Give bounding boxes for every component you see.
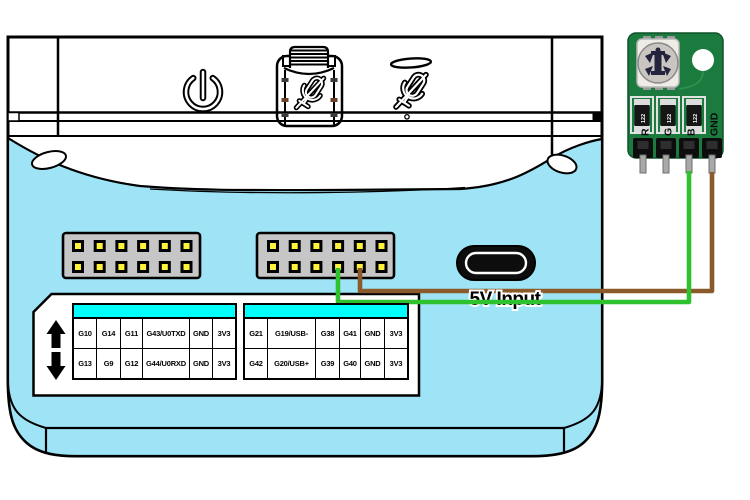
mic-muted-icon-2 bbox=[389, 57, 433, 108]
led-dies bbox=[645, 47, 671, 76]
pin-cell: G19/USB- bbox=[267, 319, 315, 348]
smd-resistors: 122 122 122 bbox=[630, 96, 706, 134]
arrow-down-icon bbox=[46, 352, 66, 380]
pin-cell: G21 bbox=[249, 329, 263, 338]
pin-cell: GND bbox=[360, 349, 384, 378]
mic-slot-bar bbox=[389, 57, 433, 69]
top-band bbox=[7, 37, 603, 158]
pcb-trace bbox=[678, 70, 704, 90]
module-pin-headers bbox=[633, 138, 722, 174]
header-right-pins bbox=[267, 240, 388, 273]
pin-cell: 3V3 bbox=[384, 319, 407, 348]
header-left bbox=[61, 231, 202, 280]
left-edge-notch bbox=[7, 111, 20, 122]
pin-cell: GND bbox=[189, 319, 212, 348]
pin-cell: G43/U0TXD bbox=[142, 319, 189, 348]
pin-cell: G12 bbox=[120, 349, 142, 378]
header-right bbox=[255, 231, 396, 280]
pin-table-left: G10 G14 G11 G43/U0TXD GND 3V3 G13 G9 G12… bbox=[72, 303, 237, 380]
header-left-pins bbox=[72, 240, 193, 273]
pin-cell: GND bbox=[189, 349, 212, 378]
pin-cell: GND bbox=[360, 319, 384, 348]
pin-cell: G14 bbox=[96, 319, 120, 348]
pin-cell: G42 bbox=[249, 359, 263, 368]
pin-cell: G40 bbox=[339, 349, 360, 378]
rgb-led-module: 122 122 122 R G B GND bbox=[627, 32, 724, 174]
module-pin-label-g: G bbox=[663, 128, 675, 136]
bottom-lip bbox=[7, 384, 603, 454]
pin-hole-dot bbox=[404, 113, 410, 120]
shell-seam-curve bbox=[149, 186, 466, 194]
module-pin-label-b: B bbox=[686, 128, 698, 136]
screw-oval-left bbox=[30, 150, 68, 170]
usb-c-port bbox=[456, 245, 536, 281]
pin-cell: G38 bbox=[315, 319, 339, 348]
pin-cell: G13 bbox=[78, 359, 92, 368]
pin-cell: G11 bbox=[120, 319, 142, 348]
pin-cell: G20/USB+ bbox=[267, 349, 315, 378]
rgb-led-5050 bbox=[636, 36, 680, 90]
table-header-bar bbox=[74, 305, 235, 319]
right-edge-notch bbox=[592, 112, 603, 122]
arrow-up-icon bbox=[46, 320, 66, 348]
table-header-bar bbox=[245, 305, 407, 319]
svg-text:122: 122 bbox=[667, 114, 673, 123]
table-row: G10 G14 G11 G43/U0TXD GND 3V3 bbox=[74, 319, 235, 348]
module-pin-label-gnd: GND bbox=[709, 112, 721, 136]
pin-cell: G41 bbox=[339, 319, 360, 348]
clip-rail-ticks bbox=[281, 78, 338, 117]
resistor: 122 bbox=[682, 96, 706, 134]
pin-cell: 3V3 bbox=[384, 349, 407, 378]
resistor: 122 bbox=[656, 96, 680, 134]
pin-cell: 3V3 bbox=[212, 349, 235, 378]
svg-text:122: 122 bbox=[693, 114, 699, 123]
pin-cell: G39 bbox=[315, 349, 339, 378]
pin-cell: G9 bbox=[96, 349, 120, 378]
pin-table-right: G21 G19/USB- G38 G41 GND 3V3 G42 G20/USB… bbox=[243, 303, 409, 380]
module-pin-label-r: R bbox=[640, 128, 652, 136]
mounting-hole bbox=[692, 49, 714, 71]
resistor: 122 bbox=[630, 96, 654, 134]
screw-oval-right bbox=[546, 153, 578, 175]
pin-cell: G10 bbox=[78, 329, 92, 338]
svg-text:122: 122 bbox=[641, 114, 647, 123]
table-row: G21 G19/USB- G38 G41 GND 3V3 bbox=[245, 319, 407, 348]
table-row: G13 G9 G12 G44/U0RXD GND 3V3 bbox=[74, 348, 235, 378]
module-pin-labels: R G B GND bbox=[640, 112, 721, 136]
pin-cell: 3V3 bbox=[212, 319, 235, 348]
clip-ribs bbox=[291, 49, 327, 66]
wire-g40-to-b bbox=[335, 171, 692, 305]
usb-port-label: 5V Input bbox=[470, 289, 542, 310]
clip-mount bbox=[275, 45, 344, 128]
pin-cell: G44/U0RXD bbox=[142, 349, 189, 378]
table-row: G42 G20/USB+ G39 G40 GND 3V3 bbox=[245, 348, 407, 378]
wire-gnd-to-gnd bbox=[357, 172, 715, 294]
